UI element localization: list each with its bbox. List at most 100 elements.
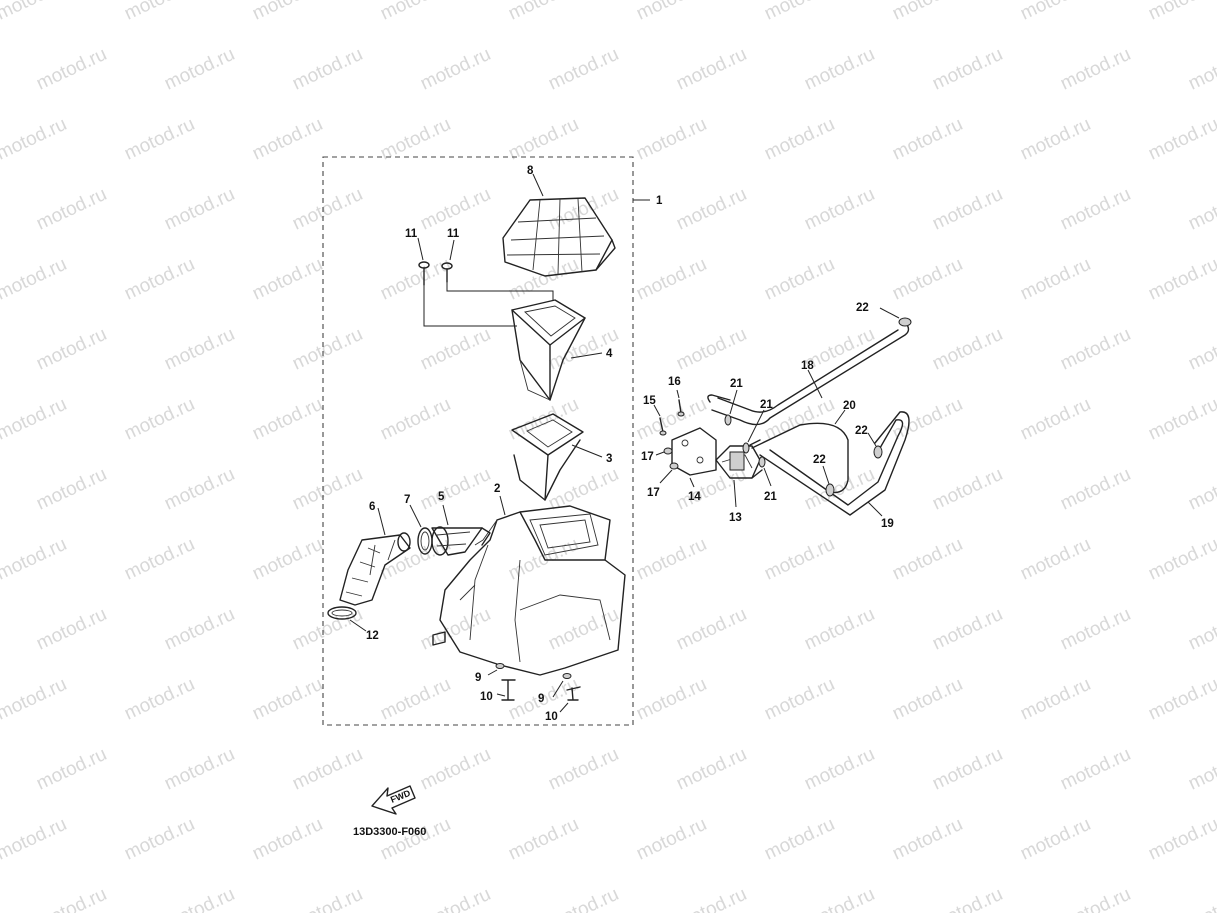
watermark-text: motod.ru <box>761 534 838 585</box>
watermark-text: motod.ru <box>1017 114 1094 165</box>
watermark-text: motod.ru <box>673 44 750 95</box>
watermark-text: motod.ru <box>545 604 622 655</box>
screw-right <box>441 239 554 300</box>
watermark-text: motod.ru <box>417 744 494 795</box>
watermark-text: motod.ru <box>289 604 366 655</box>
watermark-text: motod.ru <box>0 0 70 25</box>
watermark-text: motod.ru <box>761 674 838 725</box>
watermark-text: motod.ru <box>33 44 110 95</box>
fwd-label: FWD <box>389 788 412 805</box>
callout-15: 15 <box>643 395 656 407</box>
callout-3: 3 <box>606 453 612 465</box>
watermark-text: motod.ru <box>121 394 198 445</box>
watermark-text: motod.ru <box>121 254 198 305</box>
watermark-text: motod.ru <box>249 254 326 305</box>
watermark-text: motod.ru <box>161 884 238 913</box>
watermark-text: motod.ru <box>929 604 1006 655</box>
duct-clamp <box>327 606 367 632</box>
watermark-text: motod.ru <box>761 0 838 25</box>
watermark-text: motod.ru <box>1057 324 1134 375</box>
watermark-text: motod.ru <box>289 184 366 235</box>
watermark-text: motod.ru <box>633 254 710 305</box>
watermark-text: motod.ru <box>1185 744 1217 795</box>
callout-14: 14 <box>688 491 701 503</box>
watermark-text: motod.ru <box>801 604 878 655</box>
callout-5: 5 <box>438 491 445 503</box>
callout-20: 20 <box>843 400 856 412</box>
callout-11-right: 11 <box>447 228 460 240</box>
callout-11-left: 11 <box>405 228 418 240</box>
watermark-text: motod.ru <box>673 184 750 235</box>
watermark-text: motod.ru <box>1145 814 1217 865</box>
watermark-text: motod.ru <box>377 814 454 865</box>
watermark-text: motod.ru <box>1145 114 1217 165</box>
watermark-text: motod.ru <box>633 534 710 585</box>
watermark-text: motod.ru <box>673 884 750 913</box>
watermark-text: motod.ru <box>161 184 238 235</box>
watermark-text: motod.ru <box>1185 604 1217 655</box>
watermark-text: motod.ru <box>761 114 838 165</box>
watermark-text: motod.ru <box>1057 464 1134 515</box>
watermark-text: motod.ru <box>761 254 838 305</box>
watermark-text: motod.ru <box>161 744 238 795</box>
watermark-text: motod.ru <box>377 394 454 445</box>
watermark-text: motod.ru <box>249 534 326 585</box>
watermark-text: motod.ru <box>1017 814 1094 865</box>
callout-22-top: 22 <box>856 302 869 314</box>
watermark-text: motod.ru <box>161 464 238 515</box>
callout-17-lower: 17 <box>647 487 660 499</box>
watermark-text: motod.ru <box>0 814 70 865</box>
watermark-text: motod.ru <box>0 394 70 445</box>
watermark-text: motod.ru <box>121 0 198 25</box>
watermark-text: motod.ru <box>929 744 1006 795</box>
watermark-text: motod.ru <box>377 254 454 305</box>
watermark-text: motod.ru <box>0 674 70 725</box>
watermark-text: motod.ru <box>505 814 582 865</box>
air-cut-valve <box>715 439 763 508</box>
watermark-text: motod.ru <box>545 884 622 913</box>
watermark-text: motod.ru <box>889 674 966 725</box>
clip-21-c <box>758 456 772 487</box>
watermark-text: motod.ru <box>545 44 622 95</box>
watermark-text: motod.ru <box>929 44 1006 95</box>
watermark-text: motod.ru <box>249 674 326 725</box>
watermark-text: motod.ru <box>929 324 1006 375</box>
filter-case <box>511 299 603 401</box>
watermark-text: motod.ru <box>0 114 70 165</box>
watermark-text: motod.ru <box>33 744 110 795</box>
callout-7: 7 <box>404 494 410 506</box>
watermark-text: motod.ru <box>417 604 494 655</box>
watermark-text: motod.ru <box>289 744 366 795</box>
watermark-text: motod.ru <box>33 324 110 375</box>
nut-17-upper <box>655 447 673 456</box>
watermark-text: motod.ru <box>1057 604 1134 655</box>
callout-2: 2 <box>494 483 500 495</box>
callout-21-b: 21 <box>760 399 773 411</box>
hose-clamp <box>409 504 433 555</box>
watermark-text: motod.ru <box>417 44 494 95</box>
watermark-text: motod.ru <box>1185 884 1217 913</box>
bolt-15 <box>653 404 667 436</box>
watermark-text: motod.ru <box>929 464 1006 515</box>
drain-plug-left <box>487 663 516 701</box>
watermark-text: motod.ru <box>673 604 750 655</box>
air-box <box>432 495 626 676</box>
watermark-text: motod.ru <box>1145 0 1217 25</box>
callout-10-left: 10 <box>480 691 493 703</box>
watermark-text: motod.ru <box>889 394 966 445</box>
cap-22-right <box>867 432 883 459</box>
watermark-text: motod.ru <box>1017 254 1094 305</box>
watermark-text: motod.ru <box>889 254 966 305</box>
watermark-text: motod.ru <box>673 744 750 795</box>
watermark-text: motod.ru <box>121 814 198 865</box>
watermark-text: motod.ru <box>1017 394 1094 445</box>
watermark-text: motod.ru <box>545 744 622 795</box>
watermark-text: motod.ru <box>249 814 326 865</box>
callout-9-left: 9 <box>475 672 481 684</box>
cap-22-bottom <box>822 465 835 497</box>
callout-13: 13 <box>729 512 742 524</box>
clip-21-b <box>742 409 765 454</box>
watermark-text: motod.ru <box>417 884 494 913</box>
diagram-code: 13D3300-F060 <box>353 826 426 838</box>
watermark-text: motod.ru <box>33 884 110 913</box>
